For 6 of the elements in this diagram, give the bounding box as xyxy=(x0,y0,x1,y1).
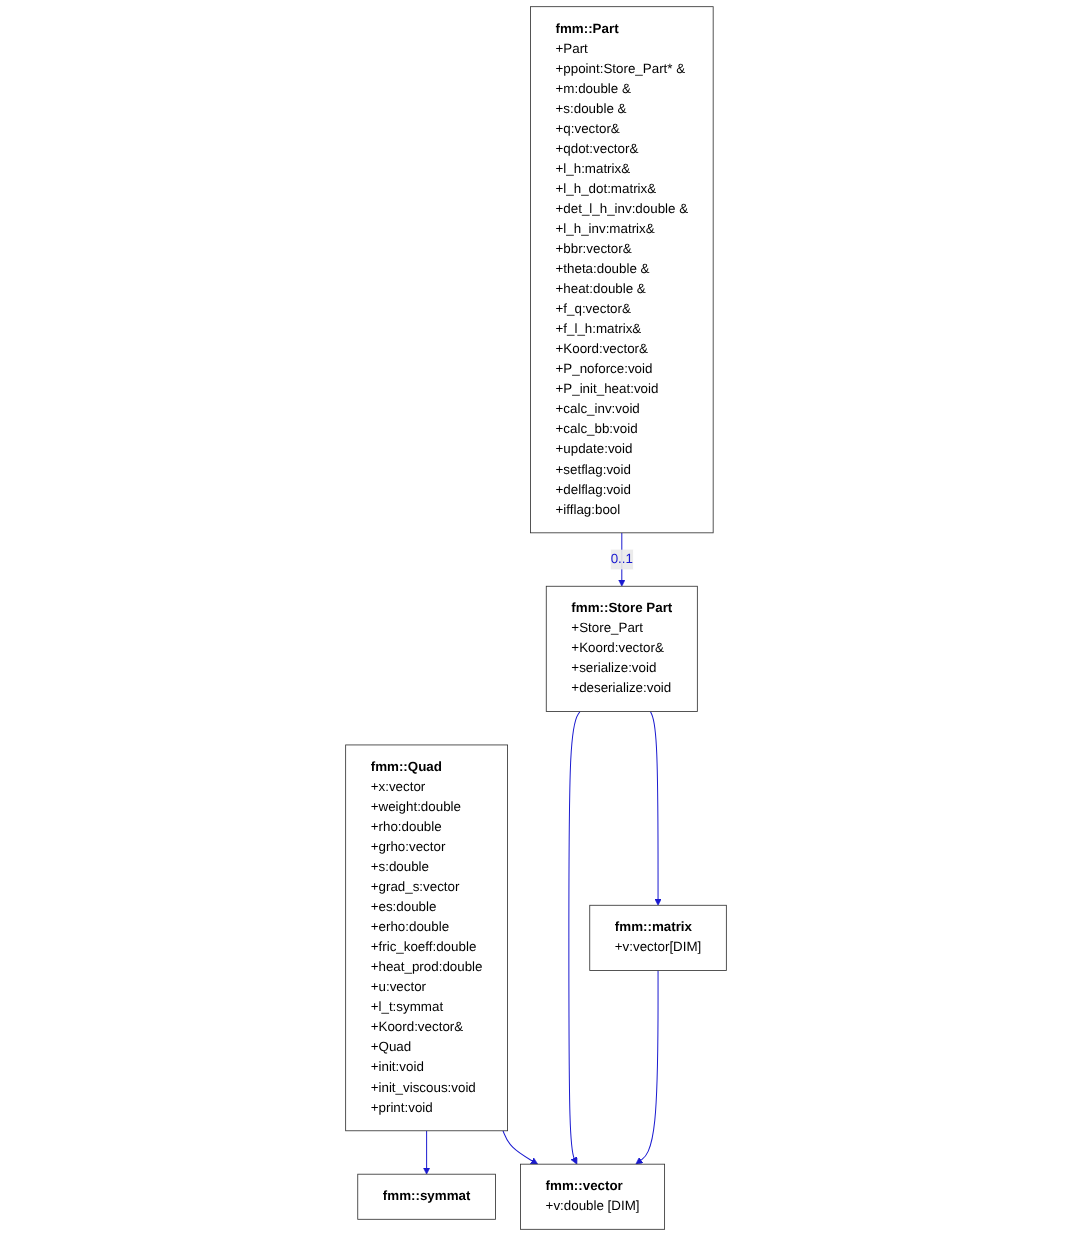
arrow xyxy=(649,711,662,906)
arrow xyxy=(618,532,626,587)
arrow xyxy=(502,1130,539,1165)
arrow xyxy=(422,1130,431,1175)
arrow xyxy=(635,969,659,1165)
arrow xyxy=(568,711,581,1165)
